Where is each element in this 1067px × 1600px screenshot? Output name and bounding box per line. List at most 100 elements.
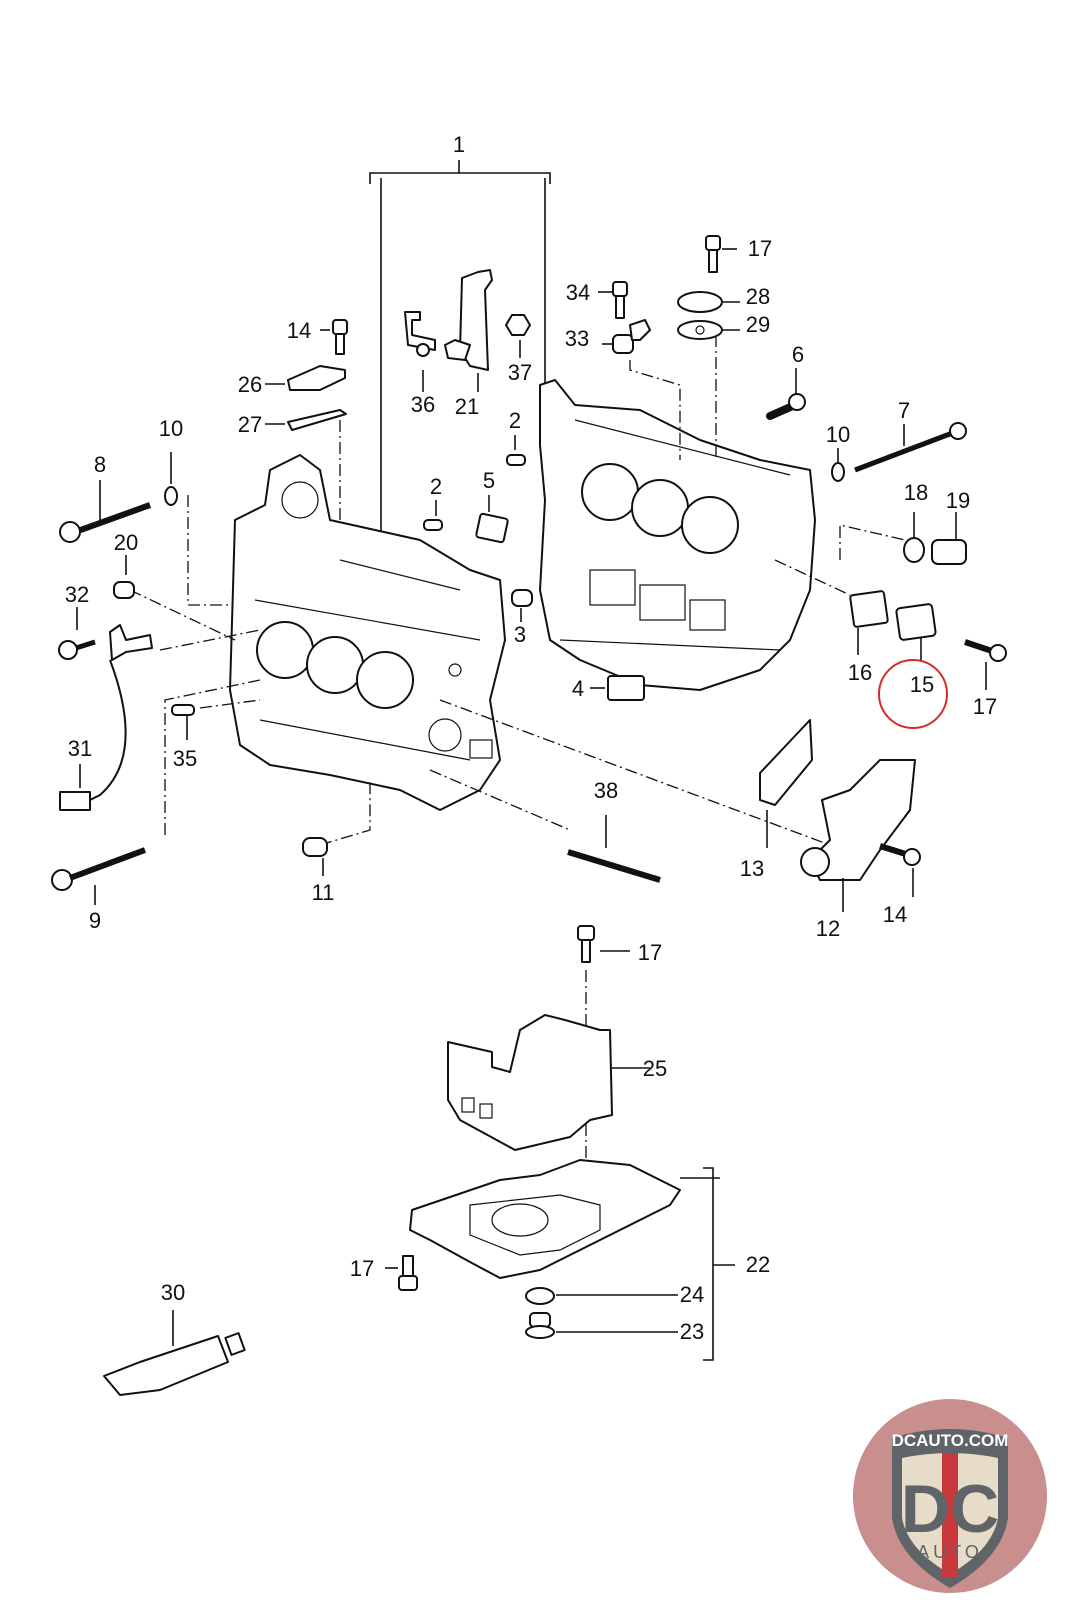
part-11-sleeve [302, 837, 328, 876]
part-23-drain-plug [525, 1312, 678, 1339]
part-20-sleeve [113, 555, 135, 599]
label-16: 16 [848, 660, 872, 685]
part-36-bracket [404, 311, 436, 392]
label-8: 8 [94, 452, 106, 477]
label-9: 9 [89, 908, 101, 933]
part-30-sealant-tube [103, 1310, 246, 1396]
part-28-flange [677, 291, 740, 313]
assembly-bracket-1 [369, 160, 551, 545]
logo-monogram: DC [901, 1471, 999, 1547]
part-8-bolt [59, 480, 152, 543]
label-15: 15 [910, 672, 934, 697]
part-16-gasket [849, 590, 889, 655]
label-34: 34 [566, 280, 590, 305]
label-5: 5 [483, 468, 495, 493]
label-17: 17 [638, 940, 662, 965]
part-32-bolt [58, 607, 96, 660]
label-35: 35 [173, 746, 197, 771]
part-22-bracket [703, 1167, 735, 1361]
label-6: 6 [792, 342, 804, 367]
part-18-oring [903, 512, 925, 563]
part-17-bolt-top [705, 235, 737, 273]
label-14: 14 [287, 318, 311, 343]
part-6-bolt [766, 368, 806, 420]
label-32: 32 [65, 582, 89, 607]
part-15-cover [895, 603, 937, 660]
part-35-pin [171, 704, 195, 740]
part-5-gasket [475, 495, 509, 544]
part-19-plug [931, 512, 967, 565]
part-3-sleeve [511, 589, 533, 622]
label-13: 13 [740, 856, 764, 881]
label-10: 10 [826, 422, 850, 447]
label-33: 33 [565, 326, 589, 351]
label-19: 19 [946, 488, 970, 513]
label-14: 14 [883, 902, 907, 927]
part-17-bolt-right [964, 639, 1007, 690]
logo-subtitle: AUTO [917, 1542, 983, 1562]
label-17: 17 [748, 236, 772, 261]
label-28: 28 [746, 284, 770, 309]
assembly-lines [129, 335, 906, 1190]
part-10-oring-right [831, 448, 845, 482]
part-10-oring-left [164, 452, 178, 506]
label-4: 4 [572, 676, 584, 701]
label-26: 26 [238, 372, 262, 397]
dcauto-watermark-logo: DCAUTO.COM DC AUTO [853, 1399, 1047, 1593]
part-34-bolt [598, 281, 628, 319]
label-21: 21 [455, 394, 479, 419]
label-27: 27 [238, 412, 262, 437]
label-10: 10 [159, 416, 183, 441]
label-31: 31 [68, 736, 92, 761]
part-2-dowel-right [506, 435, 526, 466]
label-17: 17 [973, 694, 997, 719]
part-14-bolt-right [879, 843, 921, 897]
label-20: 20 [114, 530, 138, 555]
logo-site-text: DCAUTO.COM [892, 1431, 1009, 1450]
part-2-dowel-left [423, 500, 443, 531]
label-25: 25 [643, 1056, 667, 1081]
label-23: 23 [680, 1319, 704, 1344]
label-29: 29 [746, 312, 770, 337]
label-18: 18 [904, 480, 928, 505]
label-38: 38 [594, 778, 618, 803]
part-4-gasket [590, 675, 645, 701]
label-7: 7 [898, 398, 910, 423]
label-17: 17 [350, 1256, 374, 1281]
part-13-gasket [759, 719, 813, 848]
part-9-bolt [51, 847, 147, 905]
part-25-shield [447, 1014, 650, 1151]
label-12: 12 [816, 916, 840, 941]
part-33-sensor [602, 319, 651, 354]
part-7-bolt [854, 422, 967, 473]
callout-labels: 1 2 2 3 4 5 6 7 8 9 10 10 11 12 13 14 14… [65, 132, 997, 1344]
crankcase-right-half [539, 379, 816, 691]
label-2: 2 [430, 474, 442, 499]
label-30: 30 [161, 1280, 185, 1305]
part-27-plate [265, 409, 347, 431]
part-26-bracket [265, 365, 346, 391]
label-24: 24 [680, 1282, 704, 1307]
label-37: 37 [508, 360, 532, 385]
part-17-bolt-pan [385, 1255, 418, 1291]
label-11: 11 [312, 880, 335, 905]
highlight-circle-part-15 [878, 659, 948, 729]
part-17-bolt-cover [577, 925, 630, 963]
part-37-nut [505, 314, 531, 358]
part-38-stud [567, 815, 661, 883]
part-14-bolt [320, 319, 348, 355]
part-22-oil-pan-gasket [409, 1159, 720, 1279]
part-24-oring [525, 1287, 678, 1305]
label-1: 1 [453, 132, 465, 157]
part-12-housing [800, 759, 916, 912]
part-31-speed-sensor [59, 624, 153, 811]
logo-stripe [942, 1453, 958, 1578]
label-36: 36 [411, 392, 435, 417]
label-3: 3 [514, 622, 526, 647]
label-22: 22 [746, 1252, 770, 1277]
label-2: 2 [509, 408, 521, 433]
part-29-gasket [677, 320, 740, 340]
part-21-bracket [444, 269, 493, 392]
crankcase-left-half [229, 454, 506, 811]
